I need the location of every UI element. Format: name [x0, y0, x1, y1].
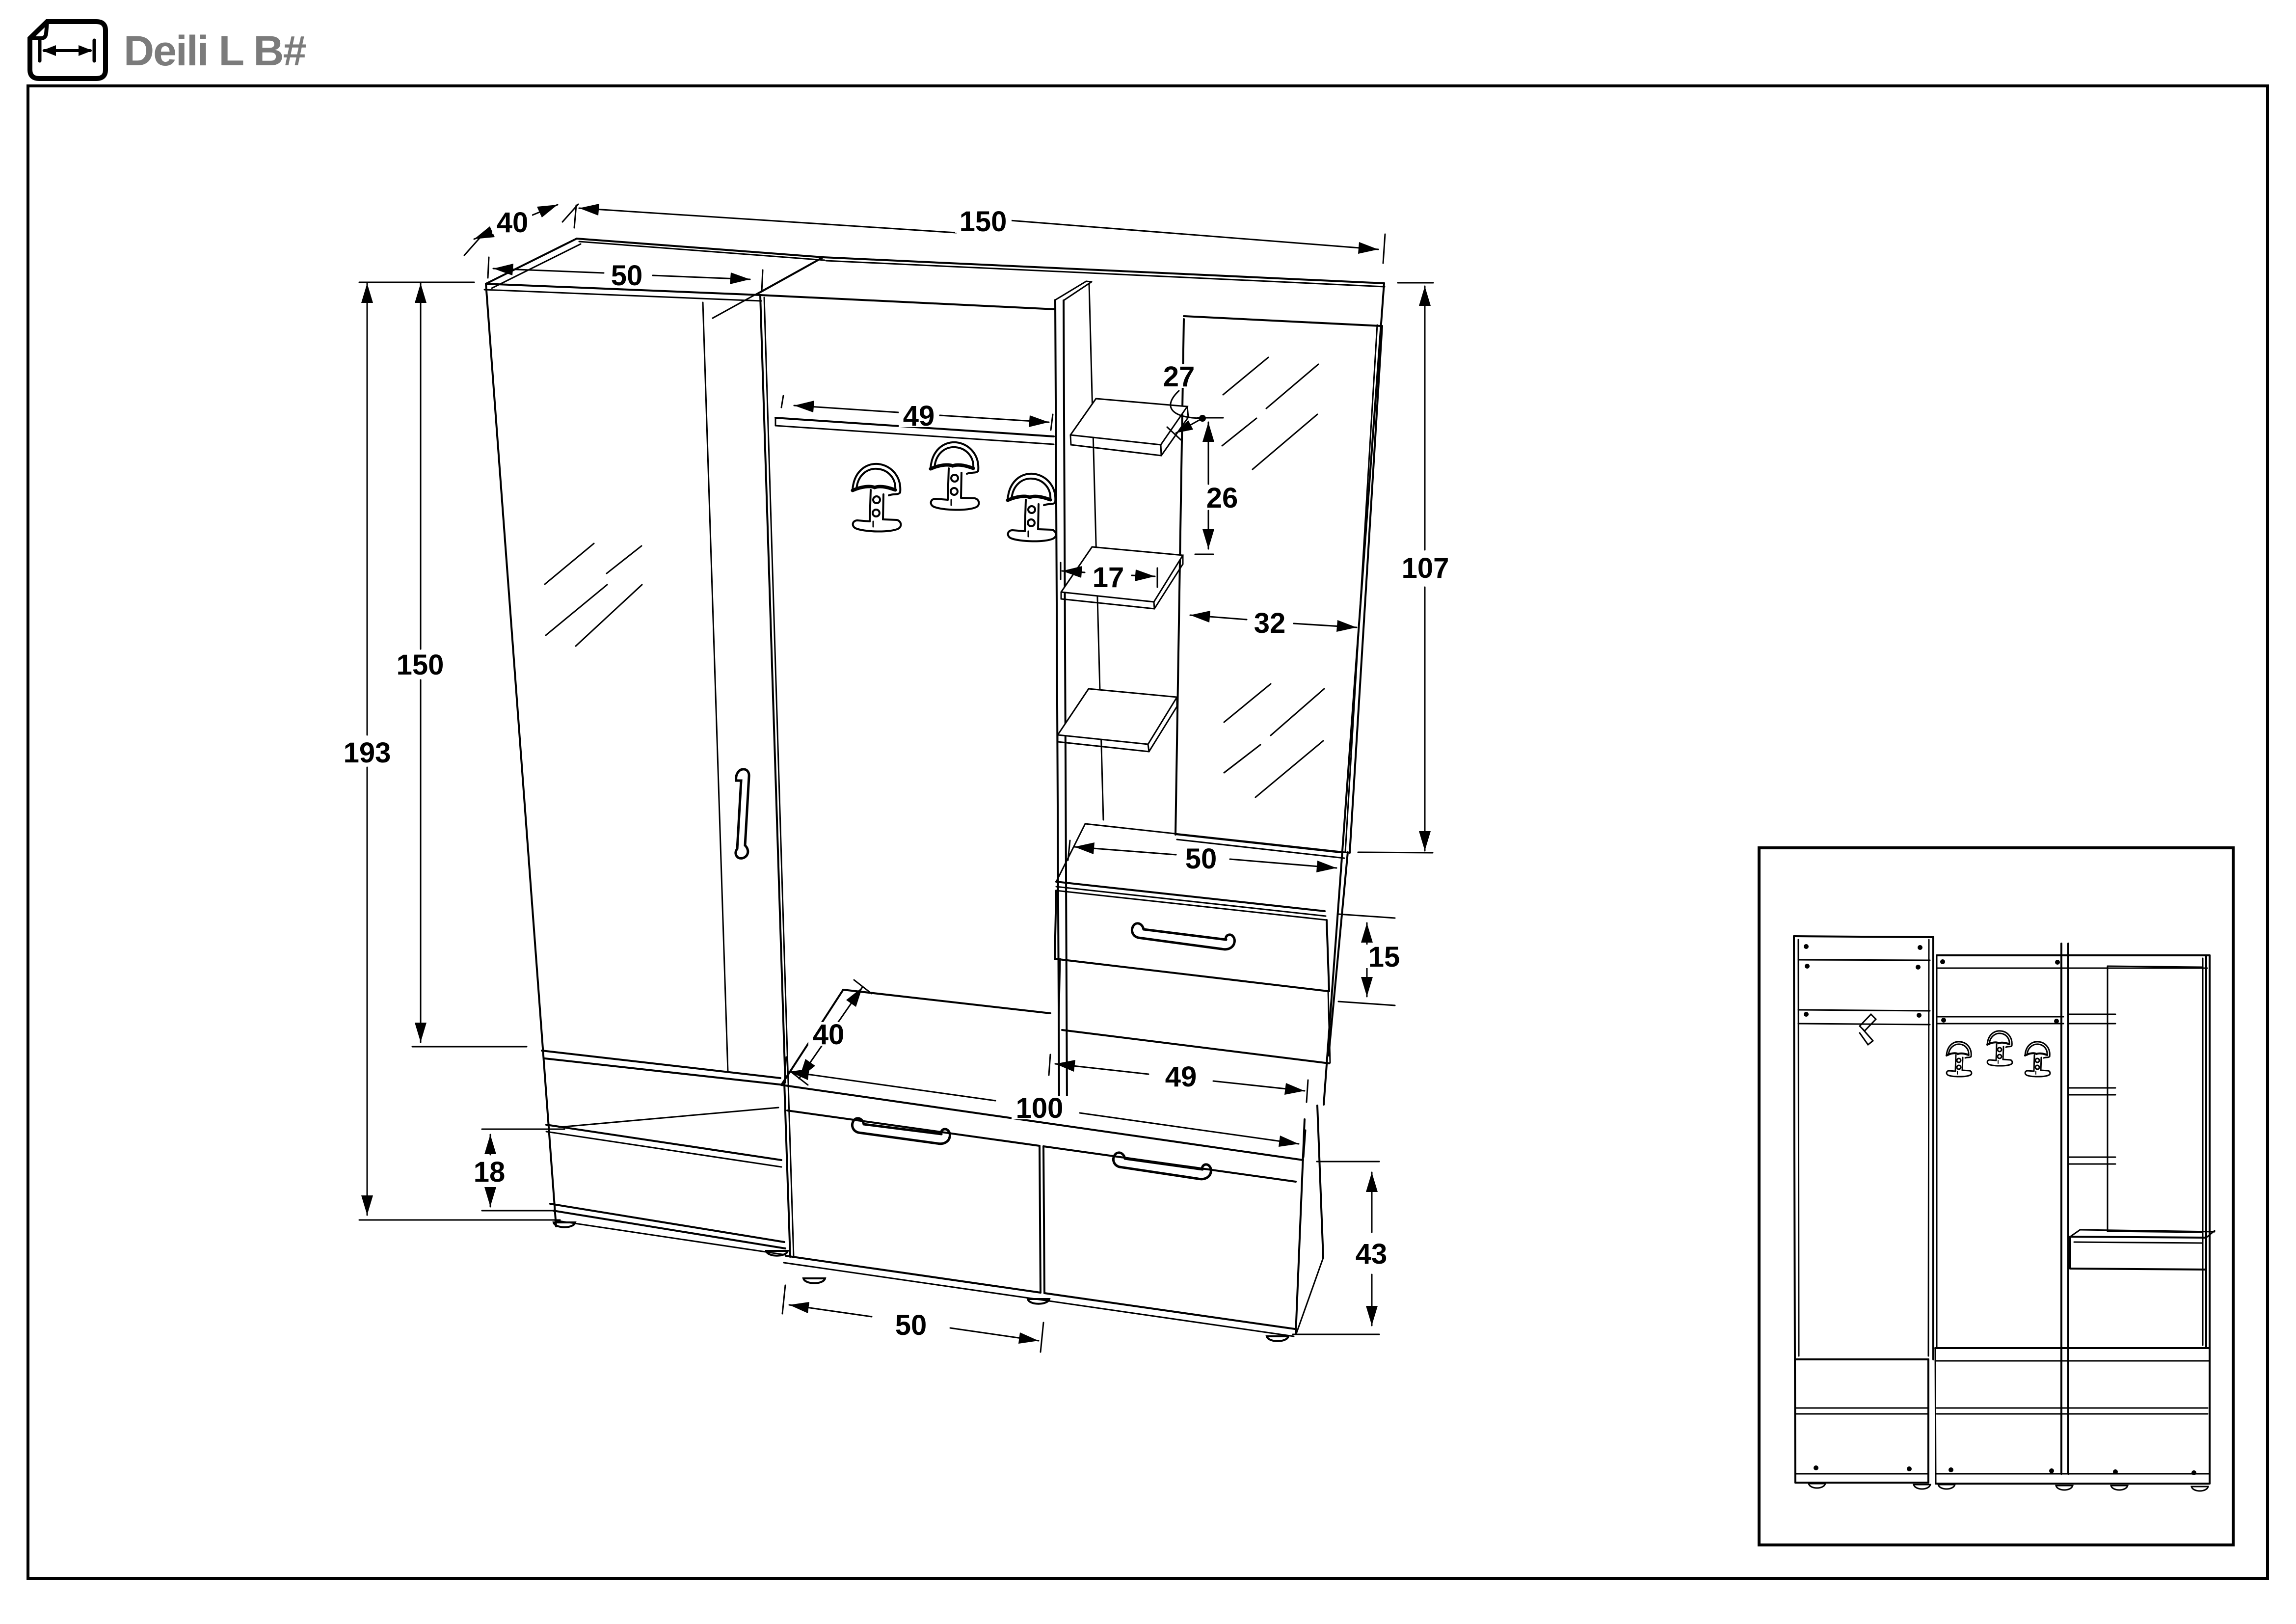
- svg-text:49: 49: [903, 400, 935, 432]
- svg-text:17: 17: [1093, 562, 1124, 594]
- svg-text:50: 50: [611, 260, 643, 292]
- svg-text:40: 40: [813, 1019, 845, 1051]
- svg-text:107: 107: [1402, 552, 1449, 584]
- svg-text:50: 50: [1185, 843, 1217, 875]
- svg-text:100: 100: [1016, 1092, 1064, 1124]
- svg-text:150: 150: [960, 206, 1007, 238]
- svg-text:32: 32: [1254, 607, 1286, 639]
- svg-text:27: 27: [1163, 361, 1195, 393]
- svg-text:50: 50: [895, 1309, 927, 1341]
- svg-text:15: 15: [1368, 941, 1400, 973]
- svg-text:150: 150: [397, 649, 444, 681]
- svg-text:193: 193: [344, 737, 391, 769]
- svg-text:18: 18: [474, 1156, 506, 1188]
- svg-text:40: 40: [497, 207, 529, 239]
- svg-text:49: 49: [1165, 1061, 1197, 1093]
- svg-text:26: 26: [1206, 482, 1238, 514]
- svg-text:43: 43: [1356, 1238, 1388, 1270]
- svg-text:Deili L B#: Deili L B#: [124, 27, 306, 75]
